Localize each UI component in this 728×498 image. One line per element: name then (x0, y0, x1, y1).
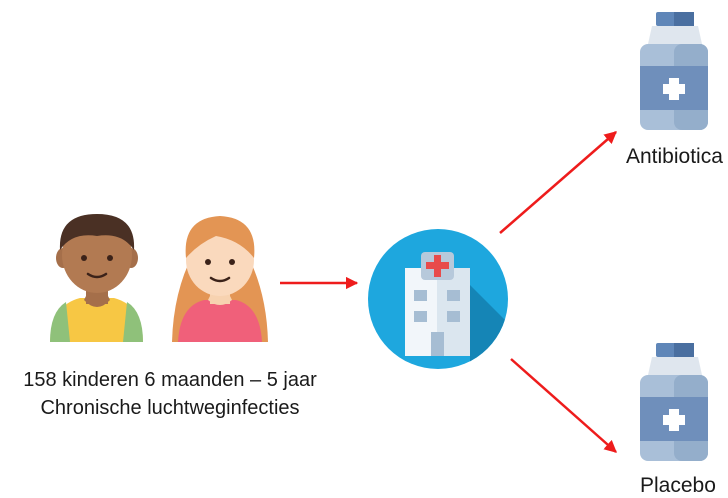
label-placebo: Placebo (640, 474, 716, 497)
medicine-bottle-icon (640, 12, 708, 130)
medicine-bottle-icon (640, 343, 708, 461)
girl-icon (172, 216, 268, 342)
label-antibiotica: Antibiotica (626, 145, 723, 168)
boy-icon (50, 214, 143, 342)
caption-condition: Chronische luchtweginfecties (40, 397, 300, 419)
hospital-icon (368, 229, 508, 369)
arrow-to-antibiotica (499, 131, 617, 234)
caption-population: 158 kinderen 6 maanden – 5 jaar (23, 369, 317, 391)
arrow-to-placebo (510, 358, 617, 453)
